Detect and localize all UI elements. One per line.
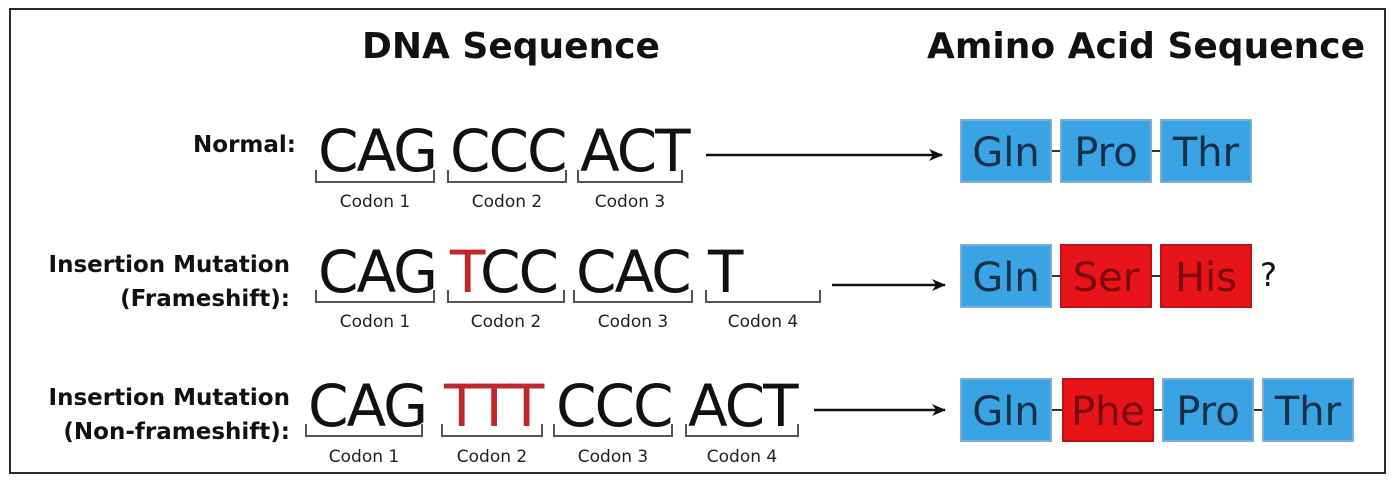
row-label-line: Insertion Mutation (48, 252, 290, 278)
codon-non-frameshift-1: CAG (308, 372, 428, 440)
codon-label: Codon 2 (470, 312, 542, 332)
codon-label: Codon 2 (471, 192, 543, 212)
unknown-marker: ? (1260, 256, 1277, 294)
codon-bracket (447, 290, 565, 303)
base: CCC (450, 117, 567, 185)
amino-acid-thr: Thr (1160, 119, 1252, 183)
inserted-base: TTT (444, 372, 544, 440)
codon-bracket (553, 424, 673, 437)
inserted-base: T (450, 238, 482, 306)
row-label-frameshift: Insertion Mutation (Frameshift): (49, 248, 290, 316)
diagram-frame (9, 8, 1386, 474)
base: CAG (318, 238, 438, 306)
row-label-line: Insertion Mutation (48, 385, 290, 411)
base: ACT (580, 117, 691, 185)
codon-non-frameshift-4: ACT (688, 372, 799, 440)
codon-frameshift-3: CAC (576, 238, 692, 306)
codon-label: Codon 2 (456, 447, 528, 467)
codon-label: Codon 4 (727, 312, 799, 332)
codon-normal-3: ACT (580, 117, 691, 185)
row-label-line: Normal: (193, 132, 296, 158)
codon-normal-2: CCC (450, 117, 567, 185)
codon-frameshift-2: TCC (450, 238, 559, 306)
codon-bracket (315, 170, 435, 183)
codon-frameshift-4: T (708, 238, 743, 306)
dna-sequence-header: DNA Sequence (362, 26, 660, 67)
codon-label: Codon 1 (339, 312, 411, 332)
base: T (708, 238, 743, 306)
codon-label: Codon 3 (577, 447, 649, 467)
codon-label: Codon 4 (706, 447, 778, 467)
codon-frameshift-1: CAG (318, 238, 438, 306)
codon-non-frameshift-3: CCC (556, 372, 673, 440)
base: CAG (308, 372, 428, 440)
amino-acid-sequence-header: Amino Acid Sequence (927, 26, 1365, 67)
amino-acid-thr: Thr (1262, 378, 1354, 442)
codon-bracket (315, 290, 435, 303)
base: CAC (576, 238, 692, 306)
row-label-normal: Normal: (193, 128, 296, 162)
amino-acid-gln: Gln (960, 378, 1052, 442)
row-label-line: (Non-frameshift): (63, 419, 290, 445)
base: ACT (688, 372, 799, 440)
codon-normal-1: CAG (318, 117, 438, 185)
codon-bracket (577, 170, 683, 183)
base: CAG (318, 117, 438, 185)
codon-label: Codon 1 (328, 447, 400, 467)
codon-bracket (305, 424, 423, 437)
codon-non-frameshift-2: TTT (444, 372, 544, 440)
amino-acid-gln: Gln (960, 244, 1052, 308)
codon-label: Codon 3 (597, 312, 669, 332)
amino-acid-phe: Phe (1062, 378, 1154, 442)
codon-bracket (441, 424, 543, 437)
row-label-line: (Frameshift): (120, 286, 290, 312)
amino-acid-ser: Ser (1060, 244, 1152, 308)
amino-acid-pro: Pro (1060, 119, 1152, 183)
codon-label: Codon 3 (594, 192, 666, 212)
codon-label: Codon 1 (339, 192, 411, 212)
base: CCC (556, 372, 673, 440)
amino-acid-his: His (1160, 244, 1252, 308)
row-label-non-frameshift: Insertion Mutation (Non-frameshift): (49, 381, 290, 449)
amino-acid-gln: Gln (960, 119, 1052, 183)
codon-bracket (705, 290, 821, 303)
codon-bracket (447, 170, 567, 183)
codon-bracket (573, 290, 693, 303)
amino-acid-pro: Pro (1162, 378, 1254, 442)
base: CC (480, 238, 559, 306)
codon-bracket (685, 424, 799, 437)
